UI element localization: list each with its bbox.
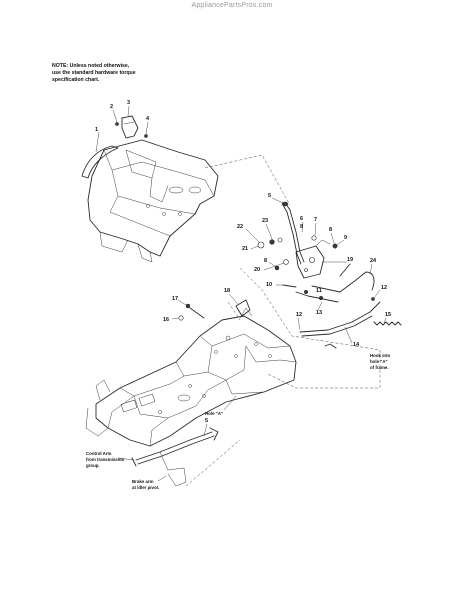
hook-note-line-1: Hook into [370, 353, 391, 358]
callout-16: 16 [163, 317, 169, 323]
hook-note-line-2: hole "A" [370, 359, 388, 364]
part-2-screw [115, 122, 119, 126]
part-15-spring [373, 321, 402, 326]
callout-21: 21 [242, 246, 248, 252]
part-4-screw [144, 134, 148, 138]
shift-lever-assembly [281, 201, 331, 279]
callout-1: 1 [95, 127, 98, 133]
control-arm-line-2: from transmission [86, 457, 125, 462]
callout-8b: 8 [300, 224, 303, 230]
control-arm-line-1: Control Arm [86, 451, 112, 456]
control-arm-line-3: group. [86, 463, 100, 468]
callout-5: 5 [268, 193, 271, 199]
callout-13: 13 [316, 310, 322, 316]
callout-20: 20 [254, 267, 260, 273]
part-18-bracket [235, 299, 251, 317]
part-1-trim [81, 145, 119, 179]
part-16-bolt [178, 315, 184, 321]
callout-22: 22 [237, 224, 243, 230]
callout-15: 15 [385, 312, 391, 318]
callout-8c: 8 [264, 258, 267, 264]
callout-24: 24 [370, 258, 377, 264]
part-5-control-rod [135, 431, 213, 461]
callout-14: 14 [353, 342, 360, 348]
callout-18: 18 [224, 288, 230, 294]
hole-a-label: Hole "A" [205, 411, 223, 416]
callout-10: 10 [266, 282, 272, 288]
fender-panel [87, 139, 219, 263]
note-text: NOTE: Unless noted otherwise, use the st… [52, 63, 162, 84]
part-3-handle [121, 115, 139, 139]
callout-8a: 8 [329, 227, 332, 233]
callout-3: 3 [127, 100, 130, 106]
callout-12a: 12 [296, 312, 302, 318]
callout-7: 7 [314, 217, 317, 223]
callout-5b: 5 [205, 418, 208, 424]
brake-arm-line-1: Brake arm [132, 479, 154, 484]
callout-2: 2 [110, 104, 113, 110]
part-14-rod [299, 301, 381, 333]
callout-17: 17 [172, 296, 178, 302]
callout-19: 19 [347, 257, 353, 263]
callout-4: 4 [146, 116, 150, 122]
hook-note-line-3: of frame. [370, 365, 389, 370]
callout-6: 6 [300, 216, 303, 222]
callout-9: 9 [344, 235, 347, 241]
callout-12b: 12 [381, 285, 387, 291]
note-line-1: NOTE: Unless noted otherwise, [52, 63, 130, 69]
callout-23: 23 [262, 218, 268, 224]
part-13-rod [295, 291, 339, 303]
part-17-bolt [185, 303, 191, 309]
note-line-3: specification chart. [52, 77, 100, 83]
watermark: AppliancePartsPros.com [191, 2, 273, 9]
callout-11: 11 [316, 288, 322, 294]
note-line-2: use the standard hardware torque [52, 70, 136, 76]
brake-arm-line-2: at idler pivot. [132, 485, 159, 490]
tractor-frame [85, 307, 297, 447]
